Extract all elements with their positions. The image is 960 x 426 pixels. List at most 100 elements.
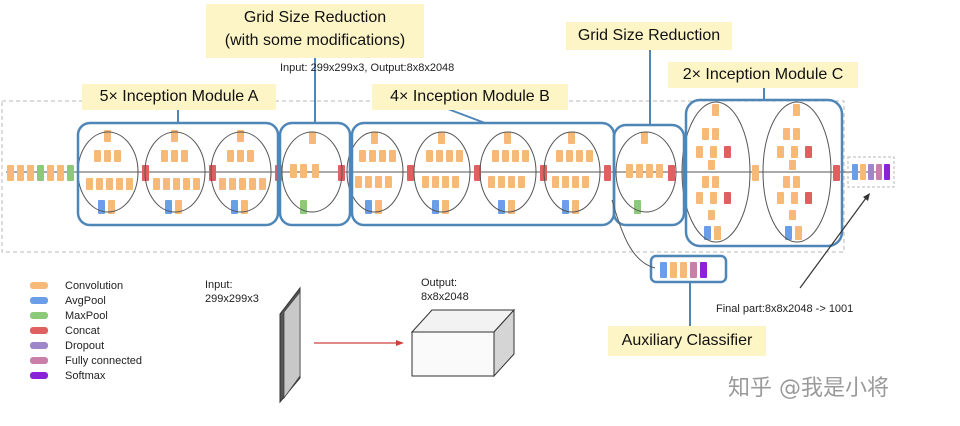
grid-reduction-1-label-line1: Grid Size Reduction xyxy=(243,9,387,26)
conv-block xyxy=(375,176,382,188)
concat-block xyxy=(724,192,731,204)
legend-item-concat: Concat xyxy=(30,323,142,338)
avgpool-block xyxy=(785,226,792,240)
conv-block xyxy=(696,146,703,158)
conv-block xyxy=(249,178,256,190)
grid-reduction-1-label-line2: (with some modifications) xyxy=(224,32,406,49)
conv-block xyxy=(153,178,160,190)
conv-block xyxy=(522,150,529,162)
final-part-arrowhead xyxy=(863,193,870,201)
module-branch-outline xyxy=(479,131,537,213)
legend-swatch xyxy=(30,297,48,304)
conv-block xyxy=(237,130,244,142)
conv-block xyxy=(438,132,445,144)
conv-block xyxy=(219,178,226,190)
legend-item-maxpool: MaxPool xyxy=(30,308,142,323)
conv-block xyxy=(795,226,802,240)
transform-arrowhead xyxy=(396,340,404,346)
conv-block xyxy=(626,164,633,178)
final-layer-block xyxy=(884,164,890,180)
input-annotation-line1: Input: xyxy=(205,279,233,291)
conv-block xyxy=(300,164,307,178)
concat-block xyxy=(474,165,481,181)
legend-swatch xyxy=(30,282,48,289)
auxiliary-layer-block xyxy=(700,262,707,278)
module-branch-outline xyxy=(681,101,751,243)
conv-block xyxy=(712,176,719,188)
final-layer-block xyxy=(868,164,874,180)
auxiliary-layer-block xyxy=(690,262,697,278)
conv-block xyxy=(696,192,703,204)
conv-block xyxy=(183,178,190,190)
final-part-annotation: Final part:8x8x2048 -> 1001 xyxy=(716,303,854,315)
legend-swatch xyxy=(30,357,48,364)
module-branch-outline xyxy=(543,131,601,213)
conv-block xyxy=(259,178,266,190)
conv-block xyxy=(793,128,800,140)
conv-block xyxy=(385,176,392,188)
legend-swatch xyxy=(30,372,48,379)
conv-block xyxy=(193,178,200,190)
conv-block xyxy=(175,200,182,214)
module-c-label: 2× Inception Module C xyxy=(668,62,858,88)
conv-block xyxy=(104,130,111,142)
legend-label: Concat xyxy=(65,324,100,337)
conv-block xyxy=(789,160,796,170)
conv-block xyxy=(572,200,579,214)
conv-block xyxy=(512,150,519,162)
conv-block xyxy=(582,176,589,188)
final-part-arrow xyxy=(799,197,867,289)
module-a-label: 5× Inception Module A xyxy=(82,84,276,110)
conv-block xyxy=(777,192,784,204)
concat-block xyxy=(209,165,216,181)
conv-block xyxy=(229,178,236,190)
conv-block xyxy=(791,146,798,158)
conv-block xyxy=(422,176,429,188)
conv-block xyxy=(389,150,396,162)
module-branch-outline xyxy=(413,131,471,213)
conv-block xyxy=(379,150,386,162)
conv-block xyxy=(789,210,796,220)
conv-block xyxy=(436,150,443,162)
legend-swatch xyxy=(30,342,48,349)
module-branch-outline xyxy=(144,131,206,213)
conv-block xyxy=(442,200,449,214)
conv-block xyxy=(636,164,643,178)
conv-block xyxy=(498,176,505,188)
stem-layer-block xyxy=(7,165,14,181)
conv-block xyxy=(708,160,715,170)
conv-block xyxy=(702,176,709,188)
legend-label: Convolution xyxy=(65,279,124,292)
conv-block xyxy=(456,150,463,162)
conv-block xyxy=(566,150,573,162)
conv-block xyxy=(777,146,784,158)
conv-block xyxy=(446,150,453,162)
conv-block xyxy=(783,176,790,188)
legend-item-dropout: Dropout xyxy=(30,338,142,353)
auxiliary-layer-block xyxy=(680,262,687,278)
legend-label: Fully connected xyxy=(65,354,143,367)
conv-block xyxy=(371,132,378,144)
input-slab-face xyxy=(283,290,301,400)
conv-block xyxy=(359,150,366,162)
concat-block xyxy=(805,146,812,158)
legend-label: Dropout xyxy=(65,339,105,352)
module-branch-outline xyxy=(346,131,404,213)
conv-block xyxy=(104,150,111,162)
module-branch-outline xyxy=(762,101,832,243)
conv-block xyxy=(793,104,800,116)
legend-label: MaxPool xyxy=(65,309,108,322)
conv-block xyxy=(369,150,376,162)
conv-block xyxy=(432,176,439,188)
conv-block xyxy=(502,150,509,162)
conv-block xyxy=(241,200,248,214)
module-branch-outline xyxy=(210,131,272,213)
final-layer-block xyxy=(860,164,866,180)
conv-block xyxy=(106,178,113,190)
module-c-box xyxy=(684,98,844,248)
conv-block xyxy=(355,176,362,188)
conv-block xyxy=(239,178,246,190)
conv-block xyxy=(710,192,717,204)
conv-block xyxy=(488,176,495,188)
module-ellipses xyxy=(77,101,832,243)
